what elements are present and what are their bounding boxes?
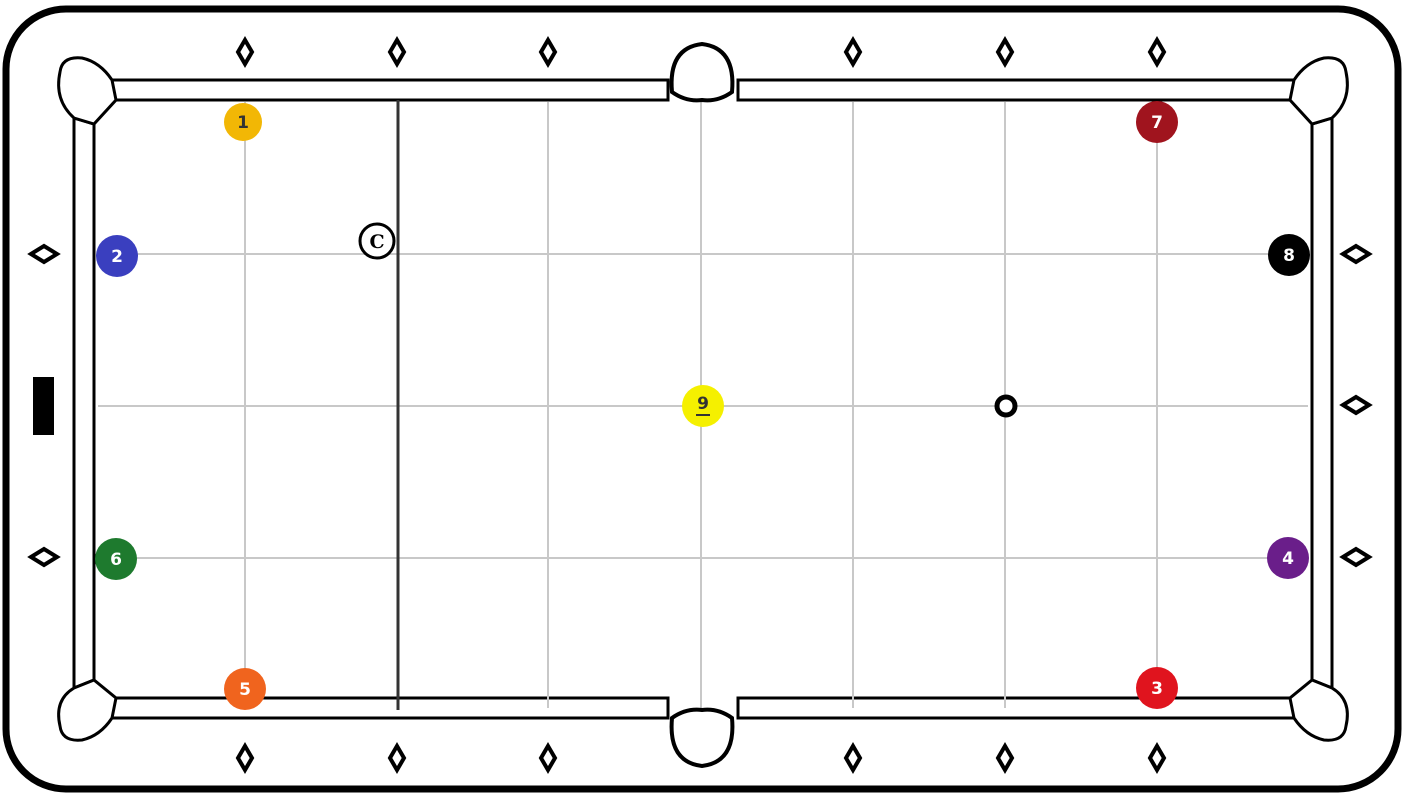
ball-1-label: 1: [237, 113, 249, 133]
ball-5: 5: [224, 668, 266, 710]
ball-7-label: 7: [1151, 113, 1163, 133]
ball-2-label: 2: [111, 247, 123, 267]
ball-8: 8: [1268, 234, 1310, 276]
ball-9: 9: [682, 385, 724, 427]
ball-9-label: 9: [697, 394, 709, 414]
ball-4: 4: [1267, 537, 1309, 579]
cue-ball-label: C: [369, 231, 384, 253]
head-end-marker: [33, 377, 54, 435]
ball-6: 6: [95, 538, 137, 580]
foot-spot: [997, 397, 1015, 415]
ball-3: 3: [1136, 667, 1178, 709]
pocket-top-middle: [672, 44, 733, 100]
cue-ball: C: [360, 224, 394, 258]
pocket-bottom-middle: [672, 710, 733, 766]
ball-5-label: 5: [239, 680, 251, 700]
ball-1: 1: [224, 103, 262, 141]
ball-7: 7: [1136, 101, 1178, 143]
ball-3-label: 3: [1151, 679, 1163, 699]
ball-6-label: 6: [110, 550, 122, 570]
ball-2: 2: [96, 235, 138, 277]
ball-8-label: 8: [1283, 246, 1295, 266]
ball-4-label: 4: [1282, 549, 1294, 569]
